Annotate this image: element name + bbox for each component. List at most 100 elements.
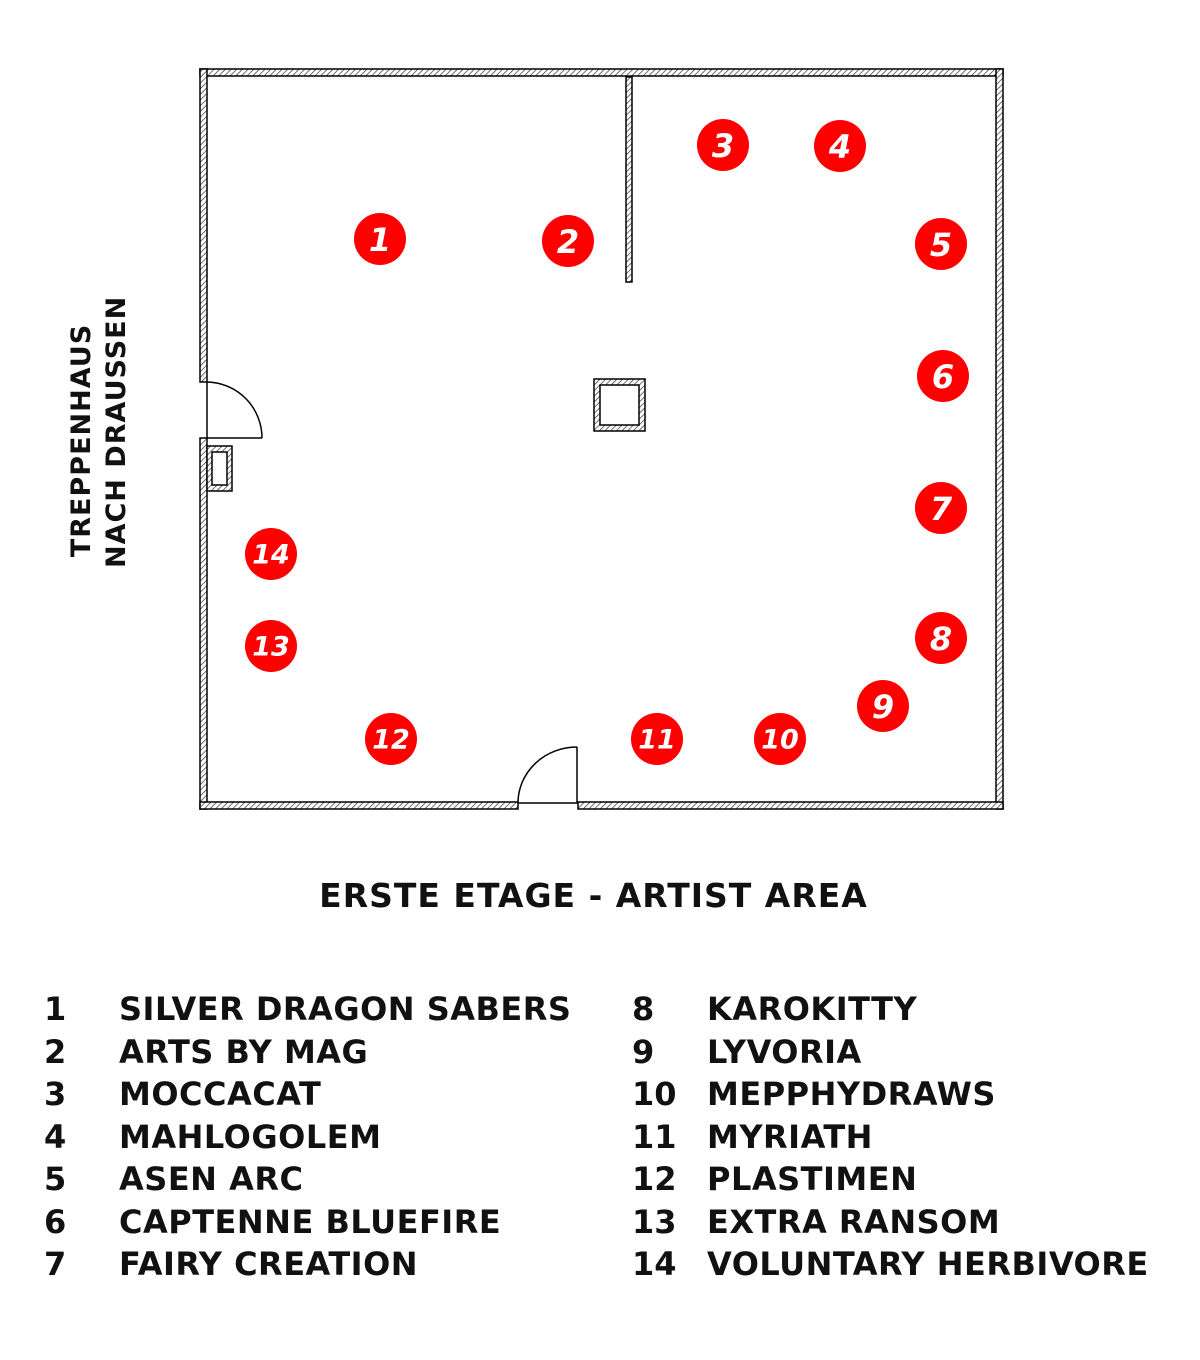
legend-item-name: SILVER DRAGON SABERS xyxy=(119,990,572,1029)
stand-marker-circle xyxy=(245,620,297,672)
legend-item: 8 KAROKITTY xyxy=(632,988,1149,1031)
legend-item-number: 10 xyxy=(632,1075,677,1114)
stand-marker-circle xyxy=(354,213,406,265)
bottom-wall-right xyxy=(577,801,1004,810)
stand-marker-13: 13 xyxy=(245,620,297,672)
stand-marker-6: 6 xyxy=(917,350,969,402)
stand-marker-circle xyxy=(917,350,969,402)
left-wall-lower xyxy=(199,437,208,810)
stand-marker-3: 3 xyxy=(697,119,749,171)
map-title: ERSTE ETAGE - ARTIST AREA xyxy=(319,876,868,915)
stand-marker-2: 2 xyxy=(542,215,594,267)
stand-marker-number: 3 xyxy=(712,127,734,165)
stand-marker-circle xyxy=(697,119,749,171)
legend-item: 11 MYRIATH xyxy=(632,1116,1149,1159)
legend-item: 2 ARTS BY MAG xyxy=(44,1031,571,1074)
stand-marker-number: 13 xyxy=(252,632,290,663)
legend-item-number: 4 xyxy=(44,1117,67,1156)
wall-column xyxy=(206,445,233,492)
legend-item-number: 5 xyxy=(44,1160,67,1199)
outer-walls xyxy=(199,68,1004,810)
stairwell-label-line2: NACH DRAUSSEN xyxy=(101,295,132,568)
legend-item-name: EXTRA RANSOM xyxy=(707,1202,1001,1241)
stand-marker-circle xyxy=(814,120,866,172)
legend-item: 1 SILVER DRAGON SABERS xyxy=(44,988,571,1031)
left-wall-upper xyxy=(199,68,208,383)
legend-item: 9 LYVORIA xyxy=(632,1031,1149,1074)
legend-item-number: 9 xyxy=(632,1032,655,1071)
legend-item-number: 12 xyxy=(632,1160,677,1199)
legend-item-name: ARTS BY MAG xyxy=(119,1032,369,1071)
legend-item-number: 11 xyxy=(632,1117,677,1156)
stand-marker-14: 14 xyxy=(245,528,297,580)
legend-item: 10 MEPPHYDRAWS xyxy=(632,1073,1149,1116)
partition-wall xyxy=(625,76,633,283)
stairwell-label-line1: TREPPENHAUS xyxy=(66,323,97,558)
legend-item-name: MYRIATH xyxy=(707,1117,873,1156)
legend-item-name: VOLUNTARY HERBIVORE xyxy=(707,1245,1149,1284)
legend-item-name: CAPTENNE BLUEFIRE xyxy=(119,1202,502,1241)
stand-marker-number: 6 xyxy=(932,358,954,396)
stand-marker-circle xyxy=(915,482,967,534)
stand-marker-circle xyxy=(542,215,594,267)
stand-marker-circle xyxy=(365,713,417,765)
stand-marker-1: 1 xyxy=(354,213,406,265)
legend-item-number: 1 xyxy=(44,990,67,1029)
legend-right-column: 8 KAROKITTY 9 LYVORIA 10 MEPPHYDRAWS 11 MYRIATH… xyxy=(632,988,1149,1286)
stairwell-label: TREPPENHAUS NACH DRAUSSEN xyxy=(66,295,132,568)
stand-marker-circle xyxy=(915,612,967,664)
stand-marker-number: 4 xyxy=(828,128,851,166)
stand-marker-11: 11 xyxy=(631,713,683,765)
legend-item-number: 8 xyxy=(632,990,655,1029)
stand-marker-circle xyxy=(754,713,806,765)
legend-item-name: MEPPHYDRAWS xyxy=(707,1075,996,1114)
stand-marker-circle xyxy=(857,680,909,732)
legend-item-name: KAROKITTY xyxy=(707,990,918,1029)
stand-marker-number: 14 xyxy=(252,540,290,571)
stand-marker-circle xyxy=(915,218,967,270)
stand-marker-circle xyxy=(245,528,297,580)
stand-marker-number: 1 xyxy=(369,221,391,259)
stand-marker-number: 11 xyxy=(638,725,676,756)
stand-marker-12: 12 xyxy=(365,713,417,765)
stand-marker-number: 2 xyxy=(557,223,579,261)
stand-marker-number: 12 xyxy=(372,725,410,756)
stand-marker-number: 9 xyxy=(872,688,894,726)
stand-marker-9: 9 xyxy=(857,680,909,732)
legend-item: 13 EXTRA RANSOM xyxy=(632,1201,1149,1244)
stand-marker-4: 4 xyxy=(814,120,866,172)
legend-item: 7 FAIRY CREATION xyxy=(44,1243,571,1286)
legend-item-name: LYVORIA xyxy=(707,1032,862,1071)
stand-marker-8: 8 xyxy=(915,612,967,664)
bottom-wall-left xyxy=(199,801,519,810)
legend-item-number: 6 xyxy=(44,1202,67,1241)
legend-item-name: MAHLOGOLEM xyxy=(119,1117,382,1156)
legend-item: 5 ASEN ARC xyxy=(44,1158,571,1201)
stand-marker-7: 7 xyxy=(915,482,967,534)
legend-item-name: PLASTIMEN xyxy=(707,1160,918,1199)
legend-item-name: MOCCACAT xyxy=(119,1075,322,1114)
legend-item: 12 PLASTIMEN xyxy=(632,1158,1149,1201)
bottom-door xyxy=(517,746,578,804)
legend-item: 14 VOLUNTARY HERBIVORE xyxy=(632,1243,1149,1286)
stand-marker-number: 10 xyxy=(761,725,799,756)
legend-item: 6 CAPTENNE BLUEFIRE xyxy=(44,1201,571,1244)
legend-item-name: FAIRY CREATION xyxy=(119,1245,419,1284)
stairwell-door xyxy=(206,381,263,439)
pillar xyxy=(593,378,646,432)
stand-marker-5: 5 xyxy=(915,218,967,270)
legend-item-number: 2 xyxy=(44,1032,67,1071)
legend-item-number: 7 xyxy=(44,1245,67,1284)
legend-item-number: 13 xyxy=(632,1202,677,1241)
stand-marker-number: 7 xyxy=(930,490,953,528)
legend-item-name: ASEN ARC xyxy=(119,1160,304,1199)
stand-marker-10: 10 xyxy=(754,713,806,765)
stand-marker-circle xyxy=(631,713,683,765)
right-wall xyxy=(995,68,1004,810)
legend-item-number: 14 xyxy=(632,1245,677,1284)
legend-item: 4 MAHLOGOLEM xyxy=(44,1116,571,1159)
